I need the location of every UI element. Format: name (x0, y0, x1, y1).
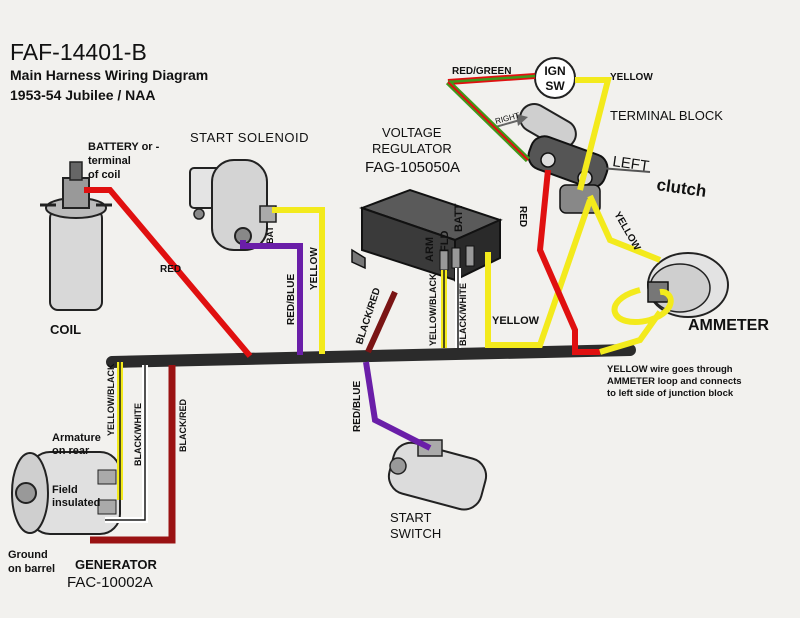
yellow-note-3: to left side of junction block (607, 388, 734, 399)
start-switch-label-2: SWITCH (390, 526, 441, 541)
red-blue-start-switch-label: RED/BLUE (352, 381, 363, 432)
field-label-2: insulated (52, 497, 100, 509)
left-label: LEFT (611, 153, 650, 175)
main-harness-trunk (106, 344, 636, 368)
yellow-ign-wire (575, 77, 612, 191)
black-red-generator-wire (90, 365, 176, 544)
red-battery-wire (84, 187, 253, 358)
generator-icon (11, 451, 121, 535)
regulator-label: REGULATOR (372, 141, 452, 156)
red-blue-solenoid-wire (240, 240, 303, 355)
diagram-subtitle: 1953-54 Jubilee / NAA (10, 87, 156, 103)
red-green-label: RED/GREEN (452, 66, 511, 77)
ign-sw-label-1: IGN (544, 64, 565, 78)
yellow-note-1: YELLOW wire goes through (607, 364, 733, 375)
left-arrow-icon (592, 162, 651, 174)
armature-label-1: Armature (52, 432, 101, 444)
black-red-regulator-wire (365, 290, 398, 354)
solenoid-bat-label: BAT (265, 226, 275, 244)
generator-part-label: FAC-10002A (67, 574, 153, 591)
ground-label-1: Ground (8, 549, 48, 561)
yellow-top-label: YELLOW (610, 72, 653, 83)
start-solenoid-label: START SOLENOID (190, 130, 309, 145)
start-switch-icon (387, 439, 488, 511)
armature-label-2: on rear (52, 445, 90, 457)
terminal-block-label: TERMINAL BLOCK (610, 108, 723, 123)
yellow-black-regulator-label: YELLOW/BLACK (428, 273, 438, 346)
black-red-regulator-label: BLACK/RED (354, 287, 383, 346)
coil-label: COIL (50, 322, 81, 337)
black-white-regulator-label: BLACK/WHITE (458, 283, 468, 346)
generator-label: GENERATOR (75, 557, 157, 572)
red-terminal-wire (536, 169, 600, 355)
black-red-generator-label: BLACK/RED (178, 399, 188, 452)
part-number-title: FAF-14401-B (10, 39, 147, 65)
yellow-ammeter-loop (587, 194, 674, 355)
reg-fld-label: FLD (439, 231, 451, 252)
regulator-part-label: FAG-105050A (365, 159, 460, 176)
yellow-solenoid-label: YELLOW (309, 247, 320, 290)
red-wire-label: RED (160, 264, 181, 275)
battery-label-1: BATTERY or - (88, 141, 160, 153)
ammeter-icon (647, 252, 729, 318)
diagram-title: Main Harness Wiring Diagram (10, 67, 208, 83)
reg-batt-label: BATT (453, 203, 465, 232)
coil-icon (40, 161, 112, 311)
yellow-solenoid-wire (272, 207, 325, 354)
ground-label-2: on barrel (8, 563, 55, 575)
yellow-black-generator-label: YELLOW/BLACK (106, 363, 116, 436)
voltage-label: VOLTAGE (382, 125, 442, 140)
start-switch-label-1: START (390, 510, 431, 525)
ign-sw-label-2: SW (545, 79, 565, 93)
voltage-regulator-icon (351, 188, 503, 282)
start-solenoid-icon (189, 159, 277, 251)
reg-arm-label: ARM (424, 237, 436, 262)
ammeter-label: AMMETER (688, 317, 769, 334)
red-blue-start-switch-wire (363, 361, 432, 451)
yellow-batt-label: YELLOW (492, 315, 540, 327)
field-label-1: Field (52, 484, 78, 496)
black-white-generator-label: BLACK/WHITE (133, 403, 143, 466)
red-blue-solenoid-label: RED/BLUE (286, 274, 297, 325)
yellow-batt-wire (485, 199, 593, 348)
red-terminal-label: RED (517, 206, 528, 227)
yellow-note-2: AMMETER loop and connects (607, 376, 742, 387)
clutch-label: clutch (655, 175, 707, 201)
battery-label-3: of coil (88, 169, 120, 181)
battery-label-2: terminal (88, 155, 131, 167)
